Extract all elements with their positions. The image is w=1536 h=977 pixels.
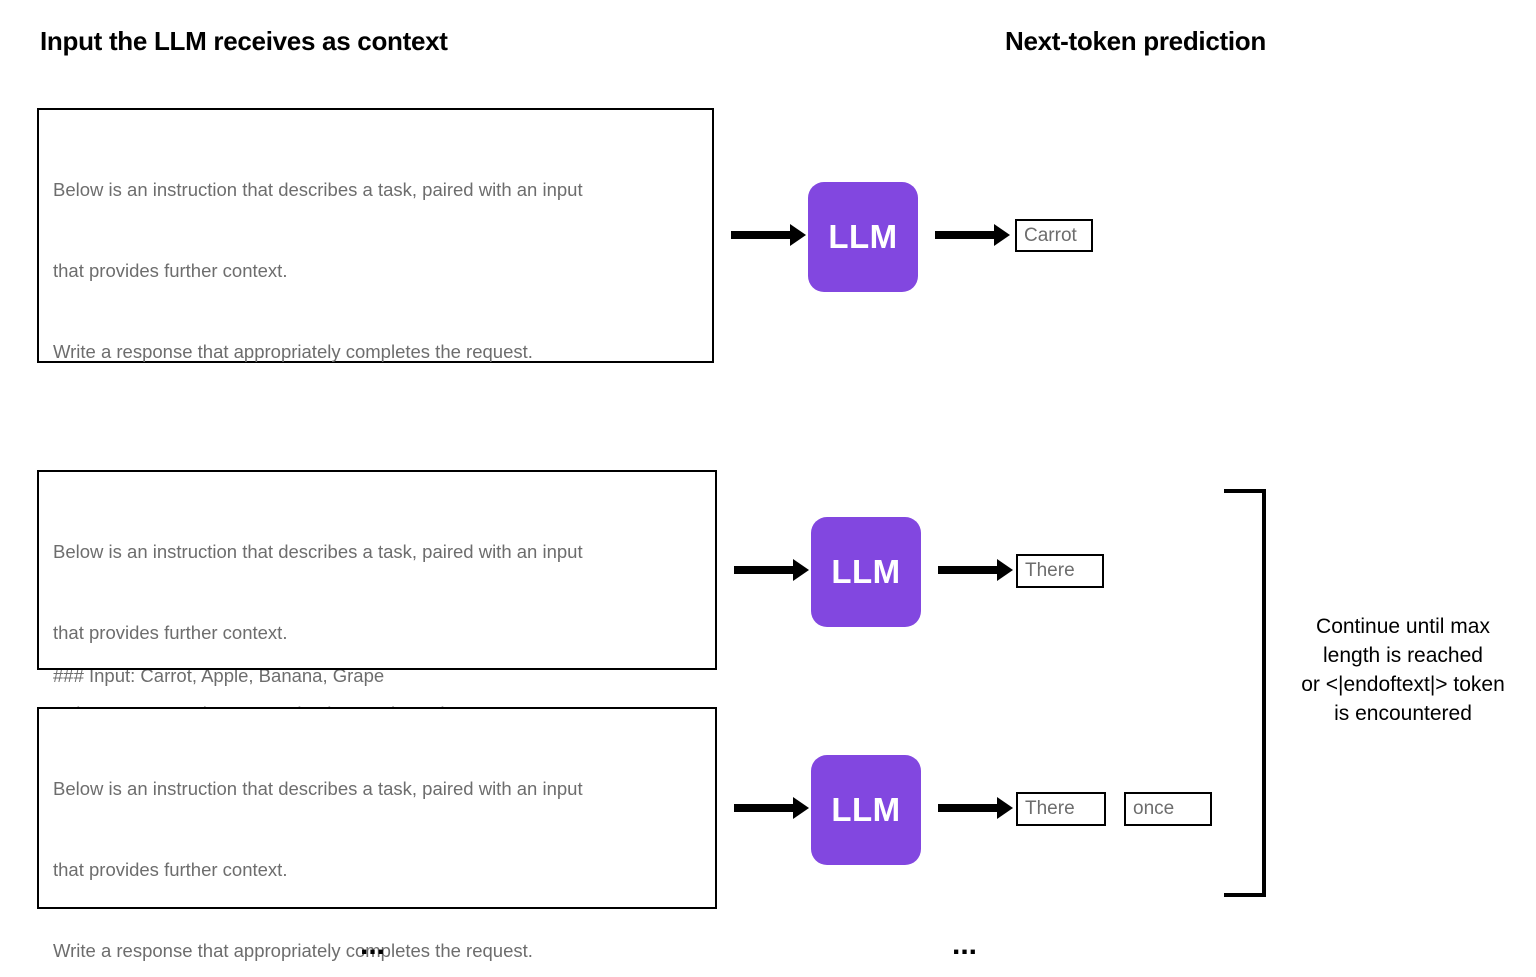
- generation-loop-bracket: [1224, 489, 1266, 897]
- prompt-line-3: Write a response that appropriately comp…: [53, 940, 533, 961]
- prompt-spacer: [53, 419, 698, 446]
- arrow-prompt-to-llm-row-1: [731, 231, 791, 239]
- input-column-header: Input the LLM receives as context: [40, 26, 448, 56]
- arrow-prompt-to-llm-row-2: [734, 566, 794, 574]
- prompt-box-row-1: Below is an instruction that describes a…: [37, 108, 714, 848]
- token-box: There: [1016, 792, 1106, 826]
- llm-block-row-2: LLM: [811, 517, 921, 627]
- bracket-note-line-1: Continue until max: [1316, 615, 1490, 638]
- prompt-line-2: that provides further context.: [53, 859, 288, 880]
- prompt-line-3: Write a response that appropriately comp…: [53, 341, 533, 362]
- arrow-prompt-to-llm-row-3: [734, 804, 794, 812]
- bracket-vertical: [1262, 489, 1266, 897]
- ellipsis-left: ...: [360, 928, 386, 961]
- prompt-box-row-2: Below is an instruction that describes a…: [37, 470, 717, 886]
- token-box: There: [1016, 554, 1104, 588]
- prompt-line-2: that provides further context.: [53, 622, 288, 643]
- arrow-llm-to-token-row-2: [938, 566, 998, 574]
- arrow-llm-to-token-row-3: [938, 804, 998, 812]
- bracket-note-line-2: length is reached: [1323, 644, 1483, 667]
- bracket-note-line-3: or <|endoftext|> token: [1301, 673, 1505, 696]
- prompt-line-1: Below is an instruction that describes a…: [53, 778, 583, 799]
- prompt-box-row-3: Below is an instruction that describes a…: [37, 707, 717, 961]
- token-box: once: [1124, 792, 1212, 826]
- bracket-bottom-tick: [1224, 893, 1266, 897]
- prompt-input-line: ### Input: Carrot, Apple, Banana, Grape: [53, 665, 385, 686]
- ellipsis-right: ...: [952, 928, 978, 961]
- arrow-llm-to-token-row-1: [935, 231, 995, 239]
- prompt-line-1: Below is an instruction that describes a…: [53, 541, 583, 562]
- output-column-header: Next-token prediction: [1005, 26, 1266, 56]
- token-box: Carrot: [1015, 219, 1093, 252]
- bracket-note-line-4: is encountered: [1334, 702, 1472, 725]
- llm-block-row-3: LLM: [811, 755, 921, 865]
- bracket-top-tick: [1224, 489, 1266, 493]
- bracket-annotation: Continue until max length is reached or …: [1272, 612, 1534, 728]
- prompt-line-1: Below is an instruction that describes a…: [53, 179, 583, 200]
- prompt-line-2: that provides further context.: [53, 260, 288, 281]
- llm-block-row-1: LLM: [808, 182, 918, 292]
